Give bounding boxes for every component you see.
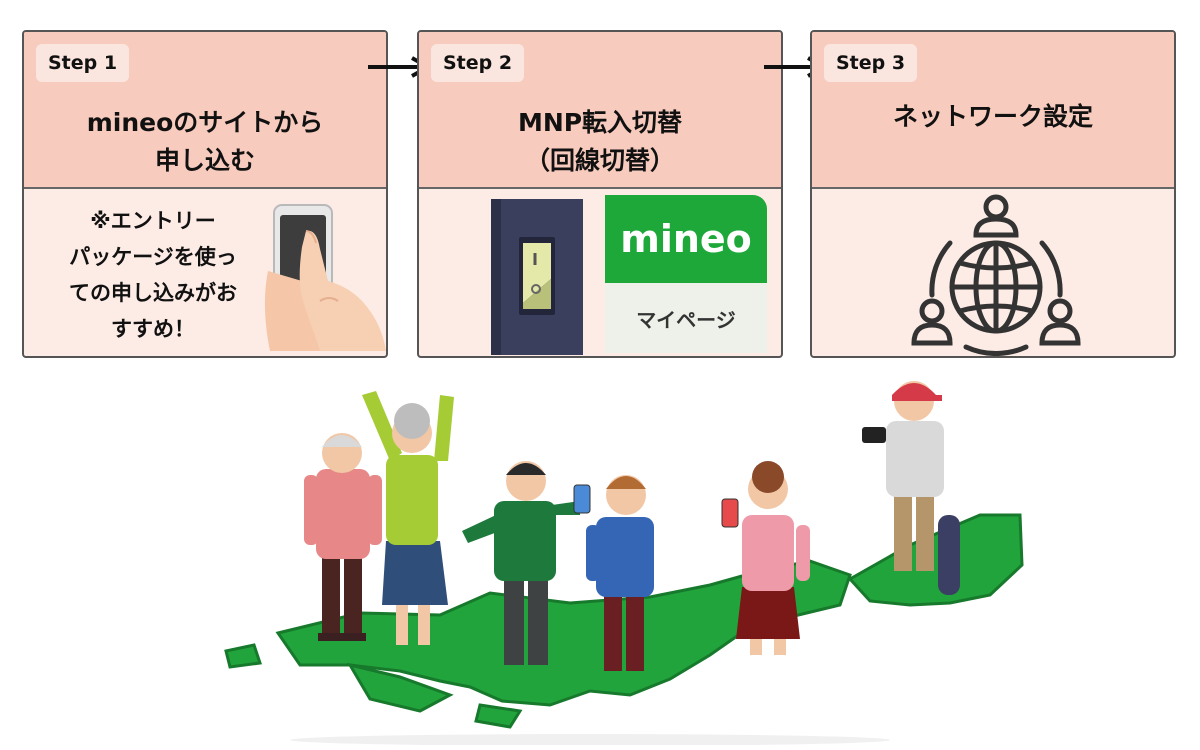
step-card-2: Step 2 MNP転入切替 （回線切替） mineo マイページ [417, 30, 783, 358]
people-map-illustration [224, 381, 1024, 745]
entry-package-note: ※エントリー パッケージを使っ ての申し込みがお すすめ！ [69, 209, 237, 341]
mineo-logo-text: mineo [620, 217, 752, 261]
network-globe-icon [911, 194, 1081, 356]
step-card-body: ※エントリー パッケージを使っ ての申し込みがお すすめ！ [24, 189, 386, 356]
step-card-1: Step 1 mineoのサイトから 申し込む ※エントリー パッケージを使っ … [22, 30, 388, 358]
elderly-woman-figure [362, 391, 454, 645]
step-card-header: Step 1 mineoのサイトから 申し込む [24, 32, 386, 189]
step-card-body [812, 189, 1174, 356]
step-badge: Step 3 [824, 44, 918, 82]
light-switch-illustration [491, 199, 583, 355]
mypage-label: マイページ [636, 307, 736, 332]
step-card-header: Step 2 MNP転入切替 （回線切替） [419, 32, 781, 189]
step-title: MNP転入切替 （回線切替） [517, 108, 683, 175]
hand-phone-illustration [264, 204, 386, 351]
step-badge: Step 1 [36, 44, 130, 82]
step-title: mineoのサイトから 申し込む [86, 108, 324, 175]
step-card-3: Step 3 ネットワーク設定 [810, 30, 1176, 358]
step-badge: Step 2 [431, 44, 525, 82]
elderly-man-figure [304, 433, 382, 641]
man-green-sweater-figure [462, 461, 591, 665]
young-man-skateboard-figure [862, 381, 960, 595]
man-blue-sweater-figure [586, 475, 654, 671]
step-title: ネットワーク設定 [892, 102, 1093, 131]
step-card-body: mineo マイページ [419, 189, 781, 356]
mineo-logo-box: mineo [605, 195, 767, 283]
woman-pink-figure [721, 461, 810, 655]
step-card-header: Step 3 ネットワーク設定 [812, 32, 1174, 189]
mypage-box: マイページ [605, 283, 767, 353]
